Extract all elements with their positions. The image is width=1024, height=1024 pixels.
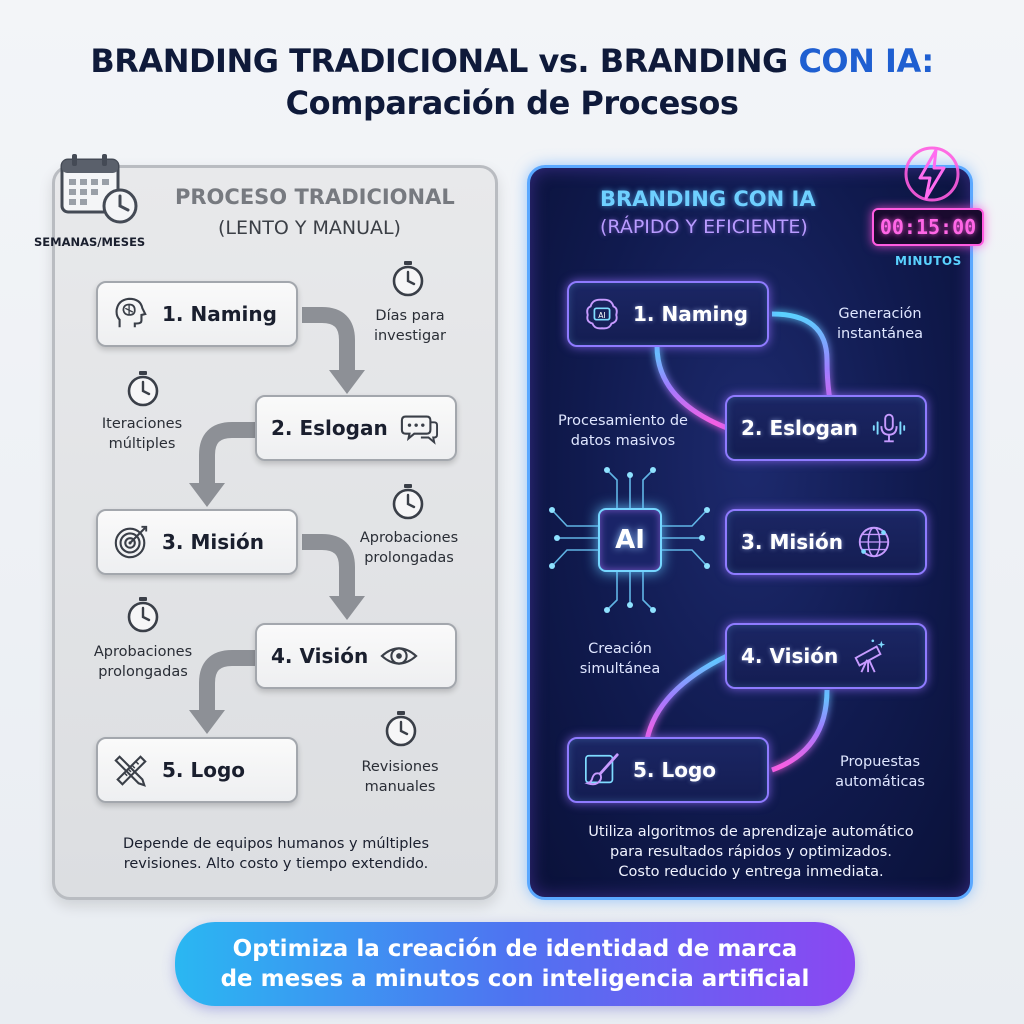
ai-note: Generación instantánea [836,306,924,342]
traditional-title: PROCESO TRADICIONAL [175,185,455,209]
ai-step-label: 2. Eslogan [741,416,858,440]
brain-head-icon [115,297,147,328]
ai-neon-flow [549,311,840,773]
ai-footer-line: para resultados rápidos y optimizados. [610,844,892,860]
traditional-step-mision: 3. Misión [96,509,298,575]
traditional-footer-line: Depende de equipos humanos y múltiples [122,836,430,852]
traditional-step-eslogan: 2. Eslogan [255,395,457,461]
traditional-step-label: 2. Eslogan [271,416,388,440]
ai-step-logo: 5. Logo [567,737,769,803]
ai-subtitle: (RÁPIDO Y EFICIENTE) [600,216,808,238]
traditional-note: Iteraciones múltiples [101,416,183,452]
target-icon [114,525,148,559]
ai-step-naming: AI 1. Naming [567,281,769,347]
traditional-step-label: 1. Naming [162,302,277,326]
traditional-step-label: 5. Logo [162,758,246,782]
ai-footer-line: Utiliza algoritmos de aprendizaje automá… [588,824,914,840]
traditional-note: Revisiones manuales [361,759,439,795]
ai-step-label: 3. Misión [741,530,843,554]
ai-step-vision: 4. Visión [725,623,927,689]
traditional-footer: Depende de equipos humanos y múltiples r… [96,834,456,874]
banner-line: de meses a minutos con inteligencia arti… [220,966,810,992]
ai-brain-icon: AI [586,298,618,330]
telescope-icon [854,639,886,673]
traditional-note: Aprobaciones prolongadas [93,644,193,680]
eye-icon [380,647,418,665]
title-accent: CON IA: [798,42,934,80]
traditional-step-label: 3. Misión [162,530,264,554]
ai-note: Propuestas automáticas [835,754,925,790]
title-line2: Comparación de Procesos [285,84,739,122]
chat-bubbles-icon [400,415,438,445]
traditional-step-vision: 4. Visión [255,623,457,689]
ai-chip-icon: AI [598,508,662,572]
stopwatch-icon [392,484,424,520]
globe-icon [858,526,890,558]
stopwatch-icon [392,261,424,297]
ruler-pencil-icon [114,755,147,787]
title-line1: BRANDING TRADICIONAL vs. BRANDING [90,42,799,80]
ai-duration-label: MINUTOS [895,254,962,268]
page-title: BRANDING TRADICIONAL vs. BRANDING CON IA… [0,40,1024,124]
traditional-step-naming: 1. Naming [96,281,298,347]
svg-text:AI: AI [598,311,605,320]
ai-title: BRANDING CON IA [600,187,816,211]
timer-display: 00:15:00 [872,208,984,246]
ai-footer-line: Costo reducido y entrega inmediata. [618,864,884,880]
ai-step-label: 4. Visión [741,644,839,668]
traditional-duration-label: SEMANAS/MESES [34,235,146,249]
traditional-footer-line: revisiones. Alto costo y tiempo extendid… [123,856,429,872]
ai-step-eslogan: 2. Eslogan [725,395,927,461]
stopwatch-icon [385,711,417,747]
ai-footer: Utiliza algoritmos de aprendizaje automá… [553,822,949,882]
calendar-clock-icon [60,154,138,224]
traditional-step-logo: 5. Logo [96,737,298,803]
traditional-note: Días para investigar [373,308,447,344]
traditional-note: Aprobaciones prolongadas [359,530,459,566]
traditional-subtitle: (LENTO Y MANUAL) [218,217,401,239]
banner-line: Optimiza la creación de identidad de mar… [232,936,798,962]
stopwatch-icon [127,597,159,633]
microphone-icon [872,413,905,443]
paintbrush-icon [584,753,619,786]
stopwatch-icon [127,371,159,407]
ai-note: Procesamiento de datos masivos [558,413,688,449]
ai-note: Creación simultánea [579,641,661,677]
lightning-icon [904,146,960,202]
ai-step-label: 1. Naming [633,302,748,326]
ai-step-label: 5. Logo [633,758,717,782]
ai-step-mision: 3. Misión [725,509,927,575]
traditional-step-label: 4. Visión [271,644,369,668]
traditional-flow-arrows [189,307,365,734]
cta-banner: Optimiza la creación de identidad de mar… [175,922,855,1006]
